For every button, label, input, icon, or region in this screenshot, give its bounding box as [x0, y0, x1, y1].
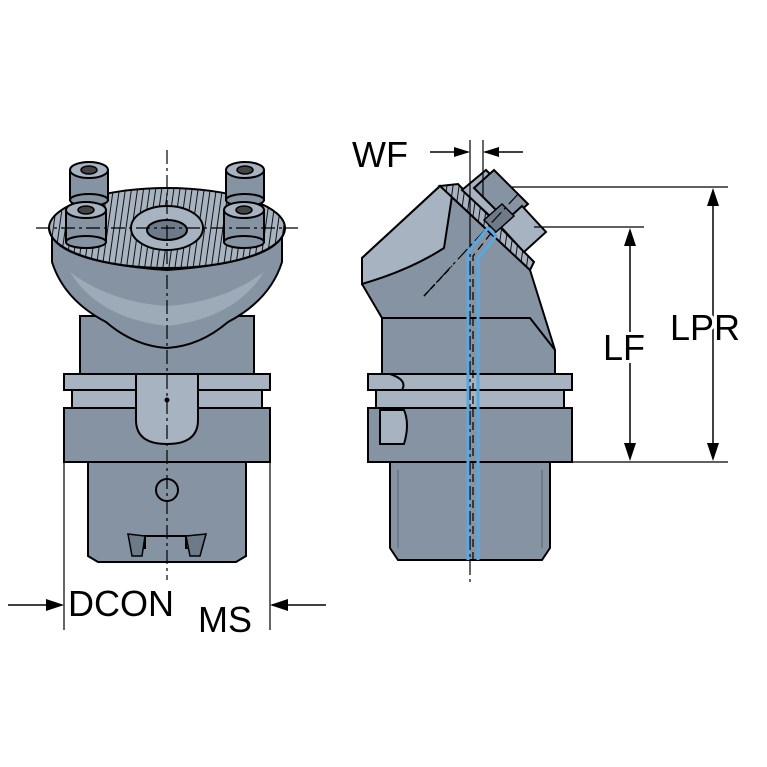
coolant-channel-dash — [472, 231, 493, 560]
wf-dimension: WF — [352, 134, 523, 236]
lf-dimension: LF — [534, 226, 728, 463]
wf-arrow-left-head — [454, 147, 470, 157]
front-screw-front-left — [65, 201, 107, 249]
dcon-arrow-right-head — [270, 599, 288, 611]
lpr-label: LPR — [670, 307, 740, 348]
front-shank-slot-right — [185, 533, 208, 557]
front-screw-front-right — [223, 201, 265, 249]
side-key-notch-upper — [389, 373, 405, 391]
side-head-shoulder — [382, 317, 556, 351]
side-head-facet — [361, 184, 454, 286]
side-view — [361, 168, 573, 586]
lf-label: LF — [603, 327, 645, 368]
side-key-notch-lower — [379, 409, 408, 445]
lpr-dimension: LPR — [512, 186, 743, 461]
lf-arrow-bottom-head — [624, 443, 636, 461]
front-screw-back-left — [69, 161, 109, 207]
front-view — [36, 150, 298, 580]
wf-label: WF — [352, 134, 408, 175]
lpr-arrow-bottom-head — [707, 443, 719, 461]
front-shank-slot-left — [127, 533, 146, 557]
lpr-arrow-top-head — [707, 188, 719, 206]
dcon-label: DCON — [68, 583, 174, 624]
wf-arrow-right-head — [483, 147, 499, 157]
side-clamp-screw-shank — [482, 202, 516, 234]
side-angled-centerline — [423, 191, 521, 297]
front-screw-back-right — [225, 161, 265, 207]
coolant-channel — [466, 225, 499, 560]
dcon-dimension: DCON MS — [8, 462, 326, 640]
lf-arrow-top-head — [624, 228, 636, 246]
front-head-cone-shade — [70, 272, 264, 326]
dcon-subscript: MS — [198, 599, 252, 640]
dcon-arrow-left-head — [46, 599, 64, 611]
